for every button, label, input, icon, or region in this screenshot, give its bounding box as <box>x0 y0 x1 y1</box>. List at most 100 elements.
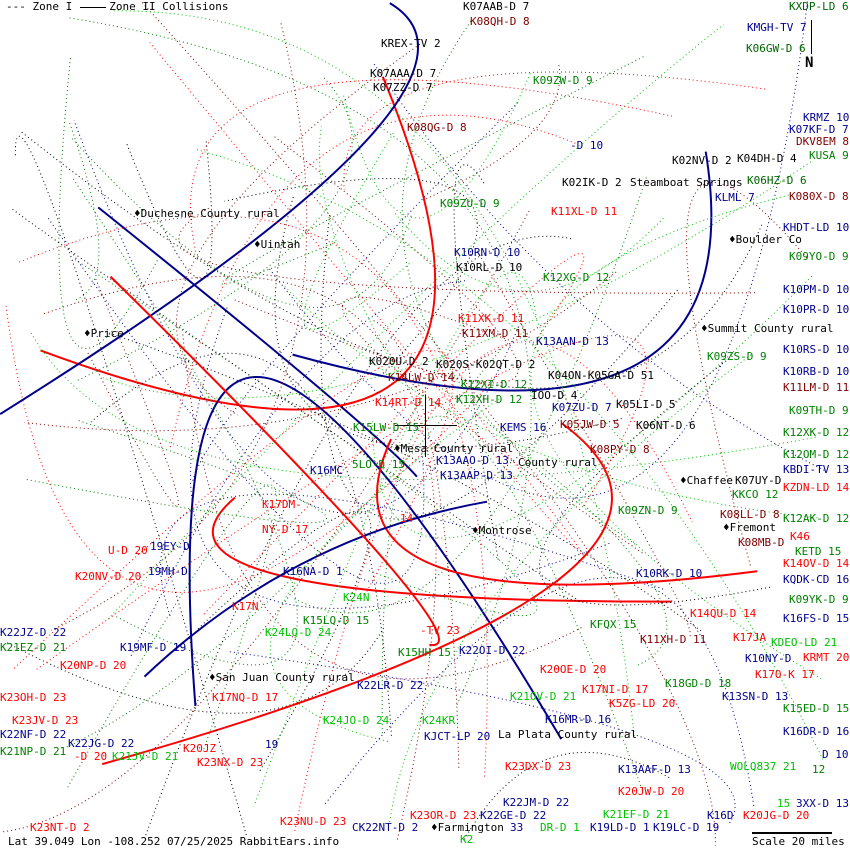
station-label[interactable]: K09ZW-D 9 <box>533 74 593 87</box>
station-label[interactable]: K15LW-D 15 <box>353 421 420 434</box>
station-label[interactable]: K09ZS-D 9 <box>707 350 767 363</box>
station-label[interactable]: K21JV-D 21 <box>112 750 179 763</box>
station-label[interactable]: ♦Montrose <box>472 524 532 537</box>
station-label[interactable]: K09YO-D 9 <box>789 250 849 263</box>
station-label[interactable]: K13SN-D 13 <box>722 690 789 703</box>
station-label[interactable]: K14QU-D 14 <box>690 607 757 620</box>
station-label[interactable]: KREX-TV 2 <box>381 37 441 50</box>
station-label[interactable]: IOO-D 4 <box>531 389 578 402</box>
station-label[interactable]: K08LL-D 8 <box>720 508 780 521</box>
station-label[interactable]: KHDT-LD 10 <box>783 221 850 234</box>
station-label[interactable]: ♦Chaffee <box>680 474 733 487</box>
station-label[interactable]: K11XK-D 11 <box>458 312 525 325</box>
station-label[interactable]: K04ON-K05GA-D 51 <box>548 369 654 382</box>
station-label[interactable]: CK22NT-D 2 <box>352 821 419 834</box>
station-label[interactable]: 14 <box>400 512 414 525</box>
station-label[interactable]: K15ED-D 15 <box>783 702 850 715</box>
station-label[interactable]: K06HZ-D 6 <box>747 174 807 187</box>
station-label[interactable]: 19 <box>265 738 279 751</box>
station-label[interactable]: K22LR-D 22 <box>357 679 424 692</box>
station-label[interactable]: K08QG-D 8 <box>407 121 467 134</box>
station-label[interactable]: K23NU-D 23 <box>280 815 347 828</box>
station-label[interactable]: K15LQ-D 15 <box>303 614 370 627</box>
station-label[interactable]: K020S-K02QT-D 2 <box>436 358 536 371</box>
station-label[interactable]: K17NQ-D 17 <box>212 691 279 704</box>
station-label[interactable]: KXDP-LD 6 <box>789 0 849 13</box>
station-label[interactable]: K11XH-D 11 <box>640 633 707 646</box>
station-label[interactable]: K13AAP-D 13 <box>440 469 513 482</box>
station-label[interactable]: K10RB-D 10 <box>783 365 850 378</box>
station-label[interactable]: K21NP-D 21 <box>0 745 67 758</box>
station-label[interactable]: 15 <box>777 797 791 810</box>
station-label[interactable]: K16D <box>707 809 734 822</box>
station-label[interactable]: K23NT-D 2 <box>30 821 90 834</box>
station-label[interactable]: K17JA <box>733 631 767 644</box>
station-label[interactable]: K24LQ-D 24 <box>265 626 332 639</box>
station-label[interactable]: KMGH-TV 7 <box>747 21 807 34</box>
station-label[interactable]: K09YK-D 9 <box>789 593 849 606</box>
station-label[interactable]: K21EF-D 21 <box>603 808 670 821</box>
station-label[interactable]: ♦San Juan County rural <box>209 671 355 684</box>
station-label[interactable]: K22NF-D 22 <box>0 728 67 741</box>
station-label[interactable]: K05LI-D 5 <box>616 398 676 411</box>
station-label[interactable]: K20JW-D 20 <box>618 785 685 798</box>
station-label[interactable]: DKV8EM 8 <box>796 135 849 148</box>
station-label[interactable]: ♦Boulder Co <box>729 233 802 246</box>
station-label[interactable]: KUSA 9 <box>809 149 849 162</box>
station-label[interactable]: 33 <box>510 821 524 834</box>
station-label[interactable]: -D 20 <box>74 750 108 763</box>
station-label[interactable]: K23OH-D 23 <box>0 691 67 704</box>
station-label[interactable]: -TV 23 <box>420 624 460 637</box>
station-label[interactable]: K18GD-D 18 <box>665 677 732 690</box>
station-label[interactable]: K10NY-D <box>745 652 792 665</box>
station-label[interactable]: ♦Duchesne County rural <box>134 207 280 220</box>
station-label[interactable]: K2 <box>460 833 474 846</box>
station-label[interactable]: KETD 15 <box>795 545 842 558</box>
station-label[interactable]: ♦Summit County rural <box>701 322 834 335</box>
station-label[interactable]: K11XL-D 11 <box>551 205 618 218</box>
station-label[interactable]: K14LW-D 14 <box>388 371 455 384</box>
station-label[interactable]: K12XG-D 12 <box>543 271 610 284</box>
station-label[interactable]: ♦Price <box>84 327 124 340</box>
station-label[interactable]: K06GW-D 6 <box>746 42 806 55</box>
station-label[interactable]: La Plata County rural <box>498 728 638 741</box>
station-label[interactable]: K17DM- <box>262 498 302 511</box>
station-label[interactable]: KJCT-LP 20 <box>424 730 491 743</box>
station-label[interactable]: K02NV-D 2 <box>672 154 732 167</box>
station-label[interactable]: 5LO-D 15 <box>352 458 405 471</box>
station-label[interactable]: K10RL-D 10 <box>456 261 523 274</box>
station-label[interactable]: K21OV-D 21 <box>510 690 577 703</box>
station-label[interactable]: K04DH-D 4 <box>737 152 797 165</box>
station-label[interactable]: K06NT-D 6 <box>636 419 696 432</box>
station-label[interactable]: K10PR-D 10 <box>783 303 850 316</box>
station-label[interactable]: K16MC <box>310 464 344 477</box>
station-label[interactable]: K07AAB-D 7 <box>463 0 530 13</box>
station-label[interactable]: K5ZG-LD 20 <box>609 697 676 710</box>
station-label[interactable]: K22JG-D 22 <box>68 737 135 750</box>
station-label[interactable]: K12AK-D 12 <box>783 512 850 525</box>
station-label[interactable]: K22OI-D 22 <box>459 644 526 657</box>
station-label[interactable]: K24JO-D 24 <box>323 714 390 727</box>
station-label[interactable]: D 10 <box>822 748 849 761</box>
station-label[interactable]: 19MH-D <box>148 565 188 578</box>
station-label[interactable]: 3XX-D 13 <box>796 797 849 810</box>
station-label[interactable]: K16FS-D 15 <box>783 612 850 625</box>
station-label[interactable]: K14OV-D 14 <box>783 557 850 570</box>
station-label[interactable]: KBDI-TV 13 <box>783 463 850 476</box>
station-label[interactable]: NY-D 17 <box>262 523 309 536</box>
station-label[interactable]: K12XK-D 12 <box>783 426 850 439</box>
station-label[interactable]: K14RT-D 14 <box>375 396 442 409</box>
station-label[interactable]: K08MB-D <box>738 536 785 549</box>
station-label[interactable]: 12 <box>812 763 826 776</box>
station-label[interactable]: K17O-K 17 <box>755 668 815 681</box>
station-label[interactable]: DR-D 1 <box>540 821 580 834</box>
station-label[interactable]: K11XM-D 11 <box>462 327 529 340</box>
station-label[interactable]: K19LD-D 1 <box>590 821 650 834</box>
station-label[interactable]: K13AAF-D 13 <box>618 763 691 776</box>
station-label[interactable]: K11LM-D 11 <box>783 381 850 394</box>
station-label[interactable]: K16MR-D 16 <box>545 713 612 726</box>
station-label[interactable]: K08PY-D 8 <box>590 443 650 456</box>
station-label[interactable]: Steamboat Springs <box>630 176 743 189</box>
station-label[interactable]: K22GE-D 22 <box>480 809 547 822</box>
station-label[interactable]: K16DR-D 16 <box>783 725 850 738</box>
